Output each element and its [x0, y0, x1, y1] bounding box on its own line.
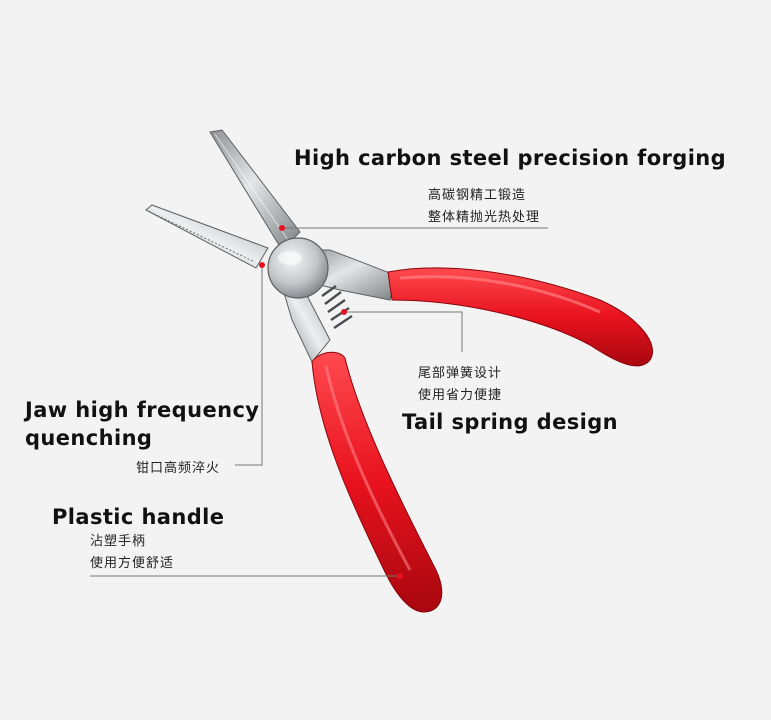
lower-jaw: [145, 204, 269, 269]
marker-forging: [279, 225, 285, 231]
leader-lines: [90, 227, 548, 577]
forging-cn-line1: 高碳钢精工锻造: [428, 188, 527, 203]
handle-title: Plastic handle: [52, 505, 225, 529]
spring-cn-line2: 使用省力便捷: [418, 388, 503, 403]
leader-jaw: [235, 265, 263, 466]
forging-title: High carbon steel precision forging: [294, 146, 727, 170]
jaw-title-line1: Jaw high frequency: [25, 398, 260, 422]
forging-cn-line2: 整体精抛光热处理: [428, 210, 541, 225]
right-handle: [387, 267, 653, 367]
jaw-title: Jaw high frequency quenching: [25, 396, 259, 452]
jaw-cn-line1: 钳口高频淬火: [136, 461, 221, 476]
marker-spring: [341, 309, 347, 315]
tail-spring: [321, 285, 353, 329]
marker-handle: [397, 573, 403, 579]
leader-spring: [344, 311, 463, 352]
spring-title: Tail spring design: [402, 410, 619, 434]
spring-cn-line1: 尾部弹簧设计: [418, 366, 503, 381]
jaw-title-line2: quenching: [25, 426, 153, 450]
handle-cn-line2: 使用方便舒适: [90, 556, 175, 571]
handle-cn-line1: 沾塑手柄: [90, 534, 147, 549]
marker-jaw: [259, 262, 265, 268]
lower-handle: [311, 351, 443, 613]
callout-markers: [259, 225, 403, 579]
pivot-joint: [267, 237, 329, 299]
